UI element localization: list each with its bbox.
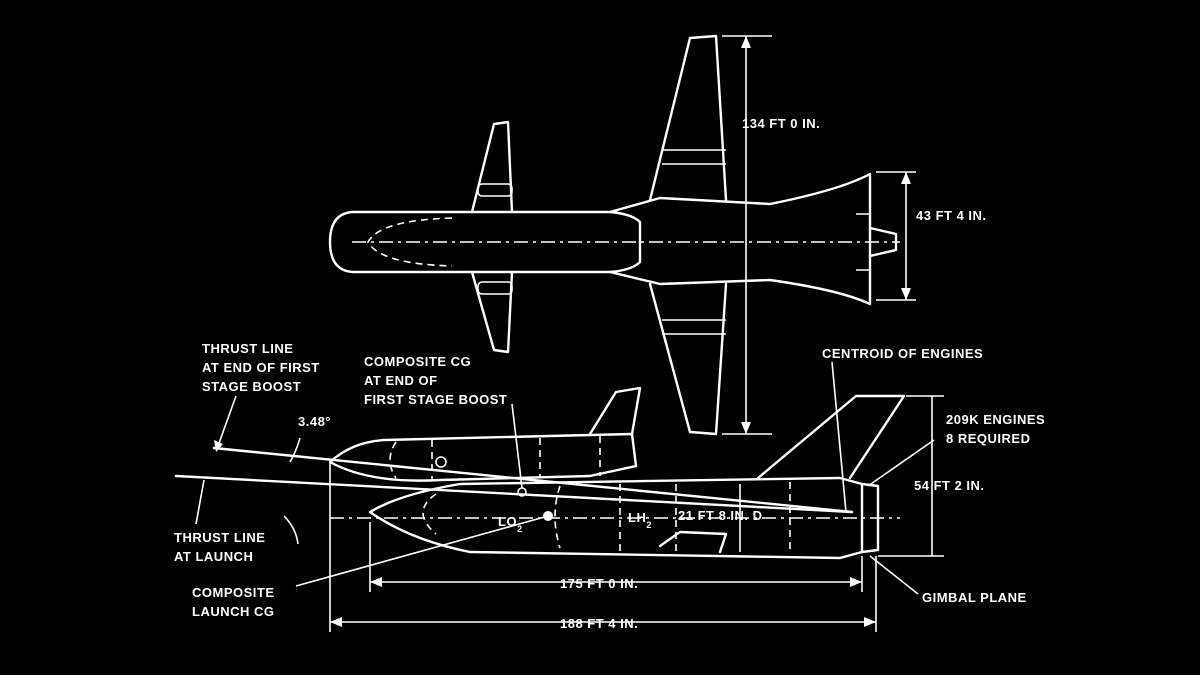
thrust-launch-label: THRUST LINE AT LAUNCH: [174, 530, 265, 564]
upper-stage-fin-bottom: [470, 270, 514, 354]
span-arrow-bottom: [741, 422, 751, 434]
booster-nozzle: [868, 226, 898, 258]
angle-label: 3.48°: [298, 414, 331, 429]
svg-text:COMPOSITE: COMPOSITE: [192, 585, 275, 600]
tail-arrow-top: [901, 172, 911, 184]
booster-wing-pod-top: [662, 149, 726, 165]
booster-wing-pod-bottom: [662, 319, 726, 335]
upper-stage-cg-dot: [435, 456, 447, 468]
leader-gimbal-plane: [869, 555, 919, 595]
upper-stage-engine-pod-bottom: [477, 281, 513, 295]
booster-nozzle-lines: [856, 213, 870, 271]
upper-stage-nose-outline: [367, 217, 453, 267]
thrust-end-boost-label: THRUST LINE AT END OF FIRST STAGE BOOST: [202, 341, 320, 394]
length-inner-arrow-left: [370, 577, 382, 587]
span-label: 134 FT 0 IN.: [742, 116, 820, 131]
centroid-engines-label: CENTROID OF ENGINES: [822, 346, 983, 361]
leader-composite-cg-end: [511, 403, 523, 489]
booster-body: [608, 172, 872, 306]
booster-wing-bottom: [648, 282, 728, 436]
thrust-line-end-boost: [212, 446, 854, 514]
length-overall-arrow-left: [330, 617, 342, 627]
tail-span-label: 43 FT 4 IN.: [916, 208, 987, 223]
svg-text:COMPOSITE CG: COMPOSITE CG: [364, 354, 471, 369]
diameter-label: 21 FT 8 IN. D: [678, 508, 763, 523]
gimbal-plane-label: GIMBAL PLANE: [922, 590, 1027, 605]
svg-text:8 REQUIRED: 8 REQUIRED: [946, 431, 1030, 446]
length-overall-arrow-right: [864, 617, 876, 627]
tail-arrow-bottom: [901, 288, 911, 300]
upper-stage-side-body: [328, 432, 638, 482]
svg-text:LAUNCH CG: LAUNCH CG: [192, 604, 275, 619]
length-overall-label: 188 FT 4 IN.: [560, 616, 638, 631]
leader-thrust-launch-arc: [283, 515, 299, 545]
leader-angle: [289, 437, 301, 463]
booster-wing-side: [658, 530, 728, 554]
engines-label: 209K ENGINES 8 REQUIRED: [946, 412, 1045, 446]
plan-view: 134 FT 0 IN. 43 FT 4 IN.: [328, 34, 987, 436]
leader-thrust-end-boost: [217, 395, 237, 447]
composite-launch-cg-label: COMPOSITE LAUNCH CG: [192, 585, 275, 619]
height-label: 54 FT 2 IN.: [914, 478, 985, 493]
svg-text:AT END OF FIRST: AT END OF FIRST: [202, 360, 320, 375]
leader-centroid-engines: [831, 361, 847, 513]
upper-stage-fuselage: [328, 210, 642, 274]
leader-thrust-end-boost-arrow: [214, 440, 223, 452]
svg-text:AT END OF: AT END OF: [364, 373, 438, 388]
svg-text:209K ENGINES: 209K ENGINES: [946, 412, 1045, 427]
booster-wing-top: [648, 34, 728, 202]
leader-engines: [867, 439, 935, 487]
side-view: THRUST LINE AT END OF FIRST STAGE BOOST …: [174, 341, 1045, 632]
upper-stage-tank-dashes: [389, 436, 601, 480]
leader-composite-launch-cg: [295, 515, 549, 587]
svg-text:THRUST LINE: THRUST LINE: [202, 341, 293, 356]
leader-thrust-launch: [195, 479, 205, 525]
lh2-label: LH2: [628, 510, 652, 530]
booster-vertical-fin: [756, 394, 906, 480]
upper-stage-vertical-fin: [588, 386, 642, 436]
composite-cg-end-label: COMPOSITE CG AT END OF FIRST STAGE BOOST: [364, 354, 507, 407]
svg-text:THRUST LINE: THRUST LINE: [174, 530, 265, 545]
svg-text:STAGE BOOST: STAGE BOOST: [202, 379, 301, 394]
svg-text:AT LAUNCH: AT LAUNCH: [174, 549, 253, 564]
thrust-line-launch: [174, 474, 854, 514]
length-inner-arrow-right: [850, 577, 862, 587]
svg-text:FIRST STAGE BOOST: FIRST STAGE BOOST: [364, 392, 507, 407]
upper-stage-fin-top: [470, 120, 514, 214]
lo2-label: LO2: [498, 514, 523, 534]
upper-stage-engine-pod-top: [477, 183, 513, 197]
length-inner-label: 175 FT 0 IN.: [560, 576, 638, 591]
span-arrow-top: [741, 36, 751, 48]
